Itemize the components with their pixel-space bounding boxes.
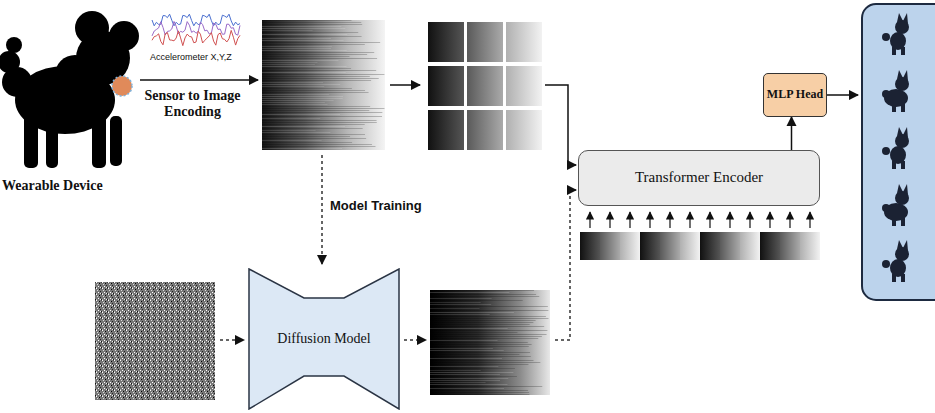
patch-arrow — [390, 84, 420, 86]
step-label: Sensor to Image Encoding — [130, 88, 255, 120]
encoding-arrow — [140, 79, 258, 81]
patch-flow-line — [545, 85, 576, 165]
transformer-box: Transformer Encoder — [578, 150, 820, 206]
synthetic-image — [430, 290, 550, 395]
noise-image — [95, 282, 215, 400]
dog-silhouette — [0, 11, 139, 168]
image-texture — [430, 290, 548, 395]
synthetic-flow-line — [555, 190, 576, 340]
axis-caption: Accelerometer X,Y,Z — [150, 52, 260, 62]
output-arrow — [824, 94, 858, 96]
connector-arrow — [791, 117, 793, 150]
image-patches — [428, 22, 542, 150]
training-arrow — [321, 155, 323, 264]
node-label: MLP Head — [767, 88, 823, 102]
node-label: Diffusion Model — [277, 331, 370, 347]
output-panel — [862, 4, 935, 300]
generate-arrow — [404, 339, 426, 341]
wearable-sensor — [112, 76, 132, 96]
image-texture — [262, 20, 384, 149]
patch-tokens — [580, 212, 820, 260]
accelerometer-signal — [152, 14, 240, 45]
noise-arrow — [220, 339, 244, 341]
diffusion-model-shape: Diffusion Model — [248, 268, 400, 410]
behavior-icons — [882, 13, 909, 282]
sensor-image — [262, 20, 385, 150]
step-label: Model Training — [330, 198, 450, 213]
device-label: Wearable Device — [2, 178, 152, 194]
node-label: Transformer Encoder — [635, 169, 763, 186]
mlp-head-box: MLP Head — [763, 73, 827, 117]
